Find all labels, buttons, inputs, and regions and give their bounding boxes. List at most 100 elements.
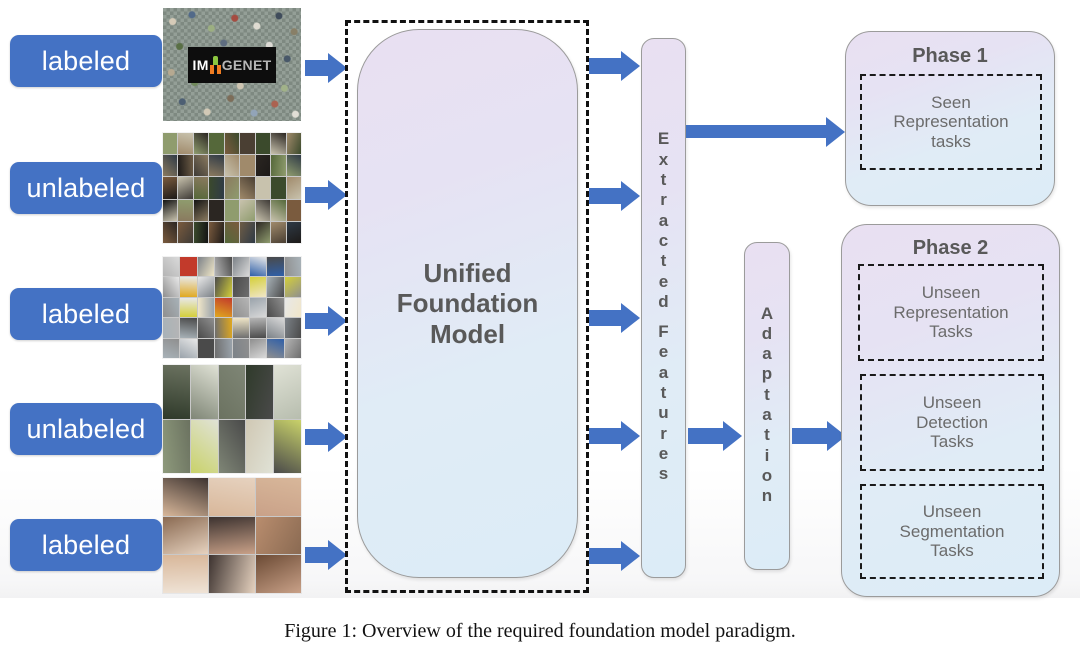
thumbnail-tile bbox=[163, 555, 209, 593]
vertical-letter: d bbox=[658, 291, 669, 311]
task-line: Seen bbox=[931, 92, 971, 112]
phase-1-task-1: Seen Representation tasks bbox=[860, 74, 1042, 170]
phase-2-title: Phase 2 bbox=[912, 237, 989, 259]
imagenet-thumbnail: IM GENET bbox=[163, 8, 301, 121]
thumbnail-tile bbox=[215, 338, 232, 358]
thumbnail-tile bbox=[255, 133, 271, 155]
vertical-letter: n bbox=[761, 486, 773, 506]
vertical-letter: i bbox=[764, 445, 770, 465]
thumbnail-tile bbox=[163, 155, 178, 177]
phase-1-box[interactable]: Phase 1 Seen Representation tasks bbox=[845, 31, 1055, 206]
thumbnail-tile bbox=[232, 318, 249, 338]
thumbnail-tile bbox=[215, 318, 232, 338]
thumbnail-tile bbox=[271, 133, 286, 155]
thumbnail-tile bbox=[267, 297, 284, 318]
thumbnail-tile bbox=[178, 155, 193, 177]
vertical-letter: E bbox=[657, 129, 670, 149]
thumbnail-tile bbox=[249, 257, 267, 277]
thumbnail-tile bbox=[218, 419, 246, 473]
vertical-letter: x bbox=[658, 149, 669, 169]
vertical-letter: A bbox=[760, 303, 774, 323]
pedestrians-thumbnail-grid bbox=[163, 365, 301, 473]
thumbnail-tile bbox=[163, 297, 180, 318]
vertical-letter: t bbox=[764, 425, 770, 445]
vertical-letter: e bbox=[658, 342, 669, 362]
thumbnail-tile bbox=[178, 177, 193, 199]
task-line: tasks bbox=[931, 131, 971, 151]
input-label-2: unlabeled bbox=[10, 162, 162, 214]
thumbnail-tile bbox=[249, 318, 267, 338]
thumbnail-tile bbox=[193, 221, 209, 243]
unified-foundation-model-box[interactable]: Unified Foundation Model bbox=[357, 29, 578, 578]
vertical-letter: p bbox=[761, 364, 773, 384]
thumbnail-tile bbox=[232, 277, 249, 297]
thumbnail-tile bbox=[193, 133, 209, 155]
thumbnail-tile bbox=[163, 338, 180, 358]
thumbnail-tile bbox=[209, 133, 224, 155]
vertical-letter: a bbox=[762, 405, 772, 424]
thumbnail-tile bbox=[240, 199, 255, 221]
ufm-line-1: Unified bbox=[423, 257, 512, 288]
vertical-letter: e bbox=[658, 443, 669, 463]
thumbnail-tile bbox=[286, 177, 301, 199]
thumbnail-tile bbox=[180, 318, 197, 338]
thumbnail-tile bbox=[209, 478, 255, 516]
vertical-letter: t bbox=[660, 251, 667, 271]
thumbnail-tile bbox=[284, 318, 301, 338]
thumbnail-tile bbox=[255, 221, 271, 243]
thumbnail-tile bbox=[178, 221, 193, 243]
imagenet-tree-icon bbox=[209, 55, 221, 74]
thumbnail-tile bbox=[215, 277, 232, 297]
vertical-letter: u bbox=[658, 403, 669, 423]
task-line: Detection bbox=[916, 412, 988, 432]
figure-caption: Figure 1: Overview of the required found… bbox=[284, 620, 796, 642]
thumbnail-tile bbox=[286, 155, 301, 177]
thumbnail-tile bbox=[255, 177, 271, 199]
thumbnail-tile bbox=[209, 555, 255, 593]
thumbnail-tile bbox=[163, 133, 178, 155]
thumbnail-tile bbox=[284, 257, 301, 277]
thumbnail-tile bbox=[271, 199, 286, 221]
vertical-letter: o bbox=[761, 465, 773, 485]
task-line: Representation bbox=[893, 112, 1009, 132]
vertical-letter: F bbox=[658, 322, 669, 342]
thumbnail-tile bbox=[163, 199, 178, 221]
vertical-letter: r bbox=[660, 190, 667, 210]
thumbnail-tile bbox=[255, 199, 271, 221]
thumbnail-tile bbox=[209, 199, 224, 221]
thumbnail-tile bbox=[193, 199, 209, 221]
phase-2-task-3: Unseen Segmentation Tasks bbox=[860, 484, 1044, 579]
thumbnail-tile bbox=[284, 277, 301, 297]
task-line: Unseen bbox=[922, 502, 982, 522]
task-line: Representation bbox=[893, 302, 1009, 322]
phase-2-task-1: Unseen Representation Tasks bbox=[858, 264, 1044, 361]
thumbnail-tile bbox=[271, 177, 286, 199]
thumbnail-tile bbox=[232, 338, 249, 358]
thumbnail-tile bbox=[163, 478, 209, 516]
thumbnail-tile bbox=[215, 257, 232, 277]
vertical-letter: t bbox=[660, 170, 667, 190]
imagenet-logo: IM GENET bbox=[188, 46, 276, 83]
thumbnail-tile bbox=[246, 365, 274, 419]
task-line: Tasks bbox=[930, 432, 974, 452]
thumbnail-tile bbox=[267, 277, 284, 297]
thumbnail-tile bbox=[246, 419, 274, 473]
thumbnail-tile bbox=[249, 277, 267, 297]
thumbnail-tile bbox=[215, 297, 232, 318]
thumbnail-tile bbox=[209, 516, 255, 555]
task-line: Unseen bbox=[921, 283, 981, 303]
thumbnail-tile bbox=[267, 338, 284, 358]
thumbnail-tile bbox=[232, 257, 249, 277]
thumbnail-tile bbox=[163, 419, 190, 473]
input-label-5: labeled bbox=[10, 519, 162, 571]
phase-2-box[interactable]: Phase 2 Unseen Representation Tasks Unse… bbox=[841, 224, 1060, 597]
thumbnail-tile bbox=[274, 365, 301, 419]
thumbnail-tile bbox=[178, 199, 193, 221]
foundation-model-dashed-container bbox=[345, 20, 589, 593]
thumbnail-tile bbox=[249, 338, 267, 358]
thumbnail-tile bbox=[209, 155, 224, 177]
